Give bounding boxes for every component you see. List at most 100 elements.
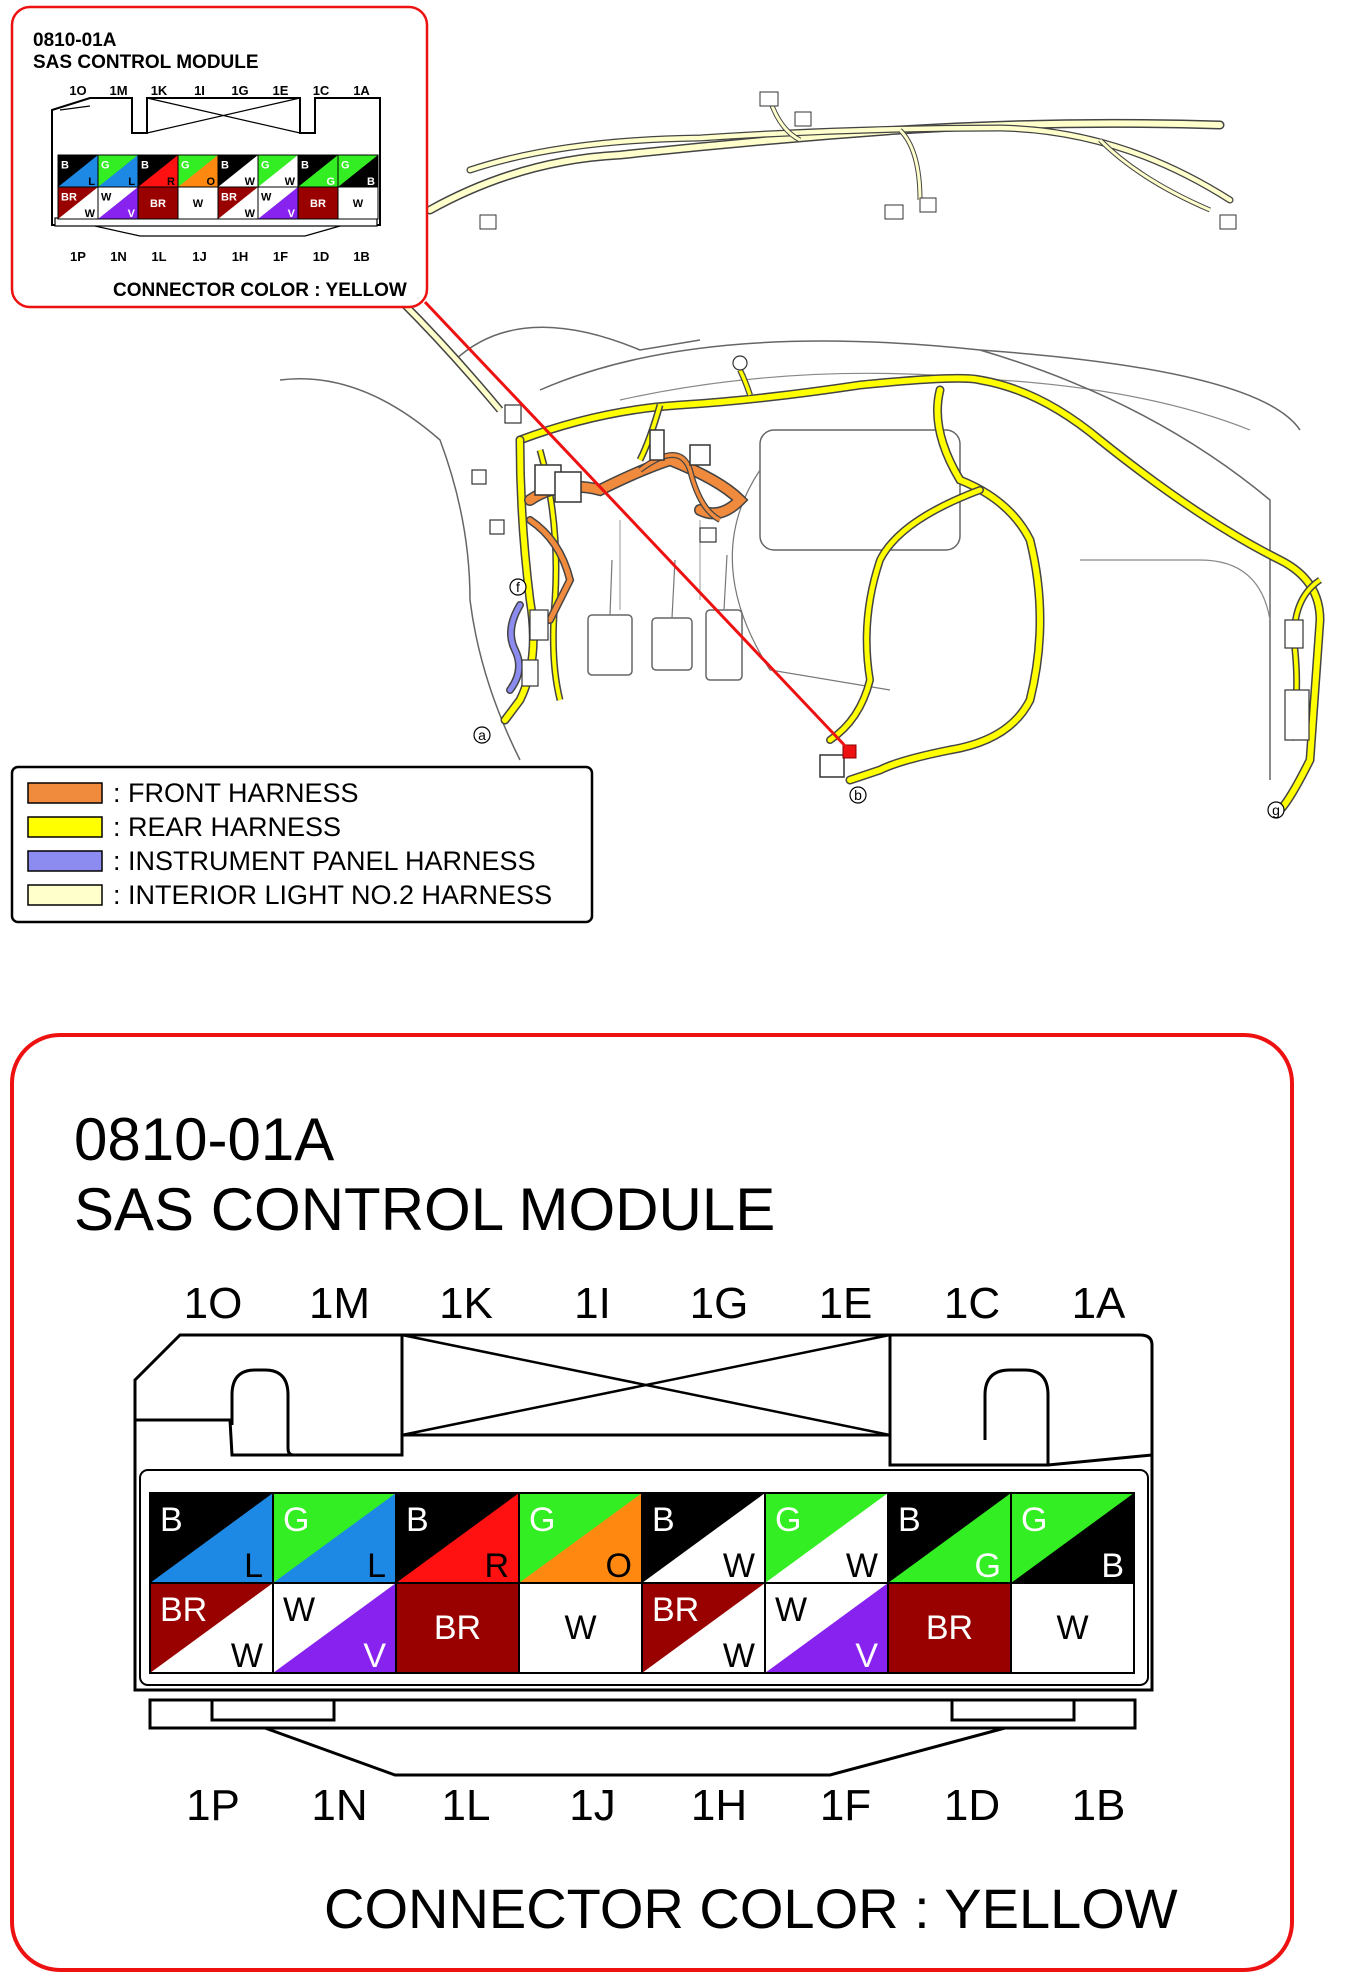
inset-bottom-pin-1d: 1D (313, 249, 330, 264)
wire-main-code: W (101, 191, 112, 203)
wire-stripe-color-area (58, 187, 98, 219)
inset-wire-cell: W (337, 186, 379, 220)
wire-stripe-color-area (519, 1493, 642, 1583)
inset-wire-cell: WV (257, 186, 299, 220)
legend-label: : INSTRUMENT PANEL HARNESS (113, 846, 536, 876)
wire-main-code: BR (652, 1591, 699, 1629)
inset-wire-cell: GB (337, 154, 379, 188)
detail-top-pin-1g: 1G (690, 1279, 749, 1328)
detail-wire-cell: BW (641, 1492, 766, 1585)
wire-stripe-code: R (167, 176, 175, 188)
detail-top-pin-1i: 1I (574, 1279, 611, 1328)
wire-stripe-color-area (298, 155, 338, 187)
detail-connector-color: CONNECTOR COLOR : YELLOW (324, 1877, 1178, 1940)
wire-stripe-code: W (231, 1637, 263, 1675)
wire-main-code: W (193, 198, 204, 210)
inset-top-pin-1o: 1O (69, 83, 86, 98)
detail-bottom-pin-1n: 1N (311, 1781, 367, 1830)
inset-wire-cell: GL (97, 154, 139, 188)
detail-wire-cell: GO (518, 1492, 643, 1585)
inset-bottom-pin-1l: 1L (151, 249, 166, 264)
wire-stripe-color-area (642, 1493, 765, 1583)
detail-wire-cell: BRW (641, 1582, 766, 1675)
wire-stripe-code: B (367, 176, 375, 188)
legend-swatch (27, 884, 103, 906)
inset-wire-cell: W (177, 186, 219, 220)
inset-wire-cell: BL (57, 154, 99, 188)
wire-stripe-code: L (367, 1547, 386, 1585)
wire-stripe-code: W (285, 176, 296, 188)
wire-main-code: G (341, 159, 350, 171)
inset-wire-cell: BG (297, 154, 339, 188)
legend-rows: : FRONT HARNESS: REAR HARNESS: INSTRUMEN… (27, 778, 552, 910)
detail-wire-cell: GW (764, 1492, 889, 1585)
detail-wire-cell: BG (887, 1492, 1012, 1585)
wire-main-code: BR (310, 198, 326, 210)
inset-wire-cell: BR (137, 154, 179, 188)
legend-item: : INSTRUMENT PANEL HARNESS (27, 846, 536, 876)
inset-wire-cell: BR (137, 186, 179, 220)
inset-top-pin-1i: 1I (194, 83, 205, 98)
inset-wire-cell: BRW (217, 186, 259, 220)
detail-wire-cell: WV (272, 1582, 397, 1675)
inset-wire-cell: BRW (57, 186, 99, 220)
wire-stripe-color-area (150, 1493, 273, 1583)
callout-a: a (478, 727, 486, 743)
detail-bottom-pin-1d: 1D (944, 1781, 1000, 1830)
wire-stripe-color-area (1011, 1493, 1134, 1583)
inset-top-pin-1a: 1A (353, 83, 370, 98)
wire-main-code: W (261, 191, 272, 203)
legend-swatch (27, 816, 103, 838)
inset-bottom-pin-1h: 1H (232, 249, 249, 264)
wire-main-code: B (221, 159, 229, 171)
wire-stripe-code: G (326, 176, 335, 188)
detail-wire-cell: BR (887, 1582, 1012, 1674)
wire-main-color-area (888, 1583, 1011, 1673)
wire-main-color-area (338, 187, 378, 219)
callout-f: f (516, 579, 520, 595)
inset-wire-cell: GO (177, 154, 219, 188)
detail-wire-cell: BR W (149, 1582, 274, 1675)
detail-top-pin-1a: 1A (1072, 1279, 1126, 1328)
legend-label: : INTERIOR LIGHT NO.2 HARNESS (113, 880, 552, 910)
inset-connector-code: 0810-01A (33, 30, 117, 51)
wire-main-code: BR (160, 1591, 207, 1629)
wire-main-color-area (298, 187, 338, 219)
detail-bottom-pin-1p: 1P (186, 1781, 240, 1830)
wire-main-code: B (160, 1501, 183, 1539)
wire-stripe-color-area (338, 155, 378, 187)
detail-wire-cell: WV (764, 1582, 889, 1675)
wire-stripe-code: W (245, 176, 256, 188)
wire-stripe-color-area (218, 155, 258, 187)
detail-wire-cell: W (518, 1582, 643, 1674)
legend-item: : REAR HARNESS (27, 812, 341, 842)
detail-bottom-pin-1b: 1B (1072, 1781, 1126, 1830)
wire-stripe-code: L (88, 176, 95, 188)
inset-top-pin-1c: 1C (313, 83, 330, 98)
inset-connector-color: CONNECTOR COLOR : YELLOW (113, 280, 407, 301)
vehicle-interior-illustration: a b f g (279, 91, 1325, 819)
wire-main-code: G (1021, 1501, 1047, 1539)
wire-stripe-code: R (484, 1547, 509, 1585)
wire-main-code: G (775, 1501, 801, 1539)
detail-wire-cell: GL (272, 1492, 397, 1585)
wire-stripe-code: V (288, 208, 296, 220)
inset-bottom-pin-1j: 1J (192, 249, 206, 264)
legend-item: : INTERIOR LIGHT NO.2 HARNESS (27, 880, 552, 910)
wire-stripe-code: V (363, 1637, 386, 1675)
wire-main-code: W (564, 1609, 596, 1647)
inset-bottom-pin-1f: 1F (273, 249, 288, 264)
wire-stripe-color-area (98, 155, 138, 187)
wire-stripe-code: W (245, 208, 256, 220)
wire-stripe-color-area (273, 1583, 396, 1673)
wire-main-code: B (406, 1501, 429, 1539)
wire-main-code: W (775, 1591, 807, 1629)
wire-stripe-color-area (273, 1493, 396, 1583)
wire-cell-border (337, 186, 379, 220)
wire-main-code: W (353, 198, 364, 210)
wire-stripe-code: B (1101, 1547, 1124, 1585)
wire-main-code: G (529, 1501, 555, 1539)
wire-stripe-code: O (206, 176, 215, 188)
wire-stripe-code: W (85, 208, 96, 220)
